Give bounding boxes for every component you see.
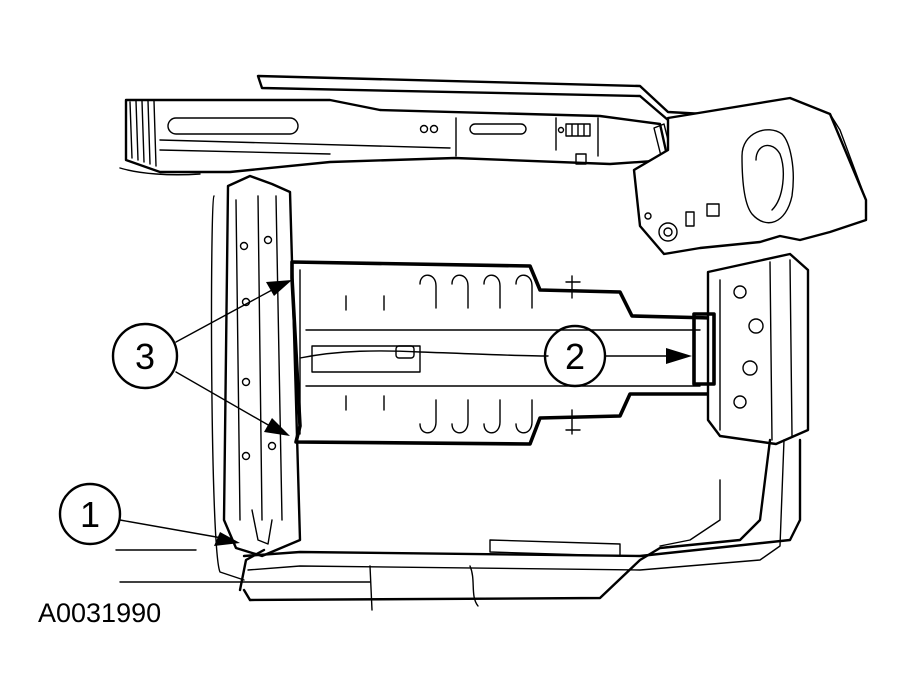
callout-3-arrowhead-upper [266, 280, 292, 296]
seat-cushion-pan [290, 260, 718, 446]
callout-2-circle [543, 324, 607, 388]
callout-1-arrowhead [214, 532, 240, 546]
bottom-frame-tube [119, 438, 802, 611]
seat-belt-bracket [692, 252, 810, 446]
figure-id: A0031990 [38, 598, 161, 628]
callout-2-label: 2 [565, 336, 585, 377]
callout-3-label: 3 [135, 336, 155, 377]
callout-3-circle [111, 322, 179, 390]
callout-1-circle [58, 482, 122, 546]
callout-1-label: 1 [80, 494, 100, 535]
callout-3: 3 [111, 280, 292, 436]
callout-2: 2 [543, 324, 692, 388]
top-seat-track [119, 74, 868, 256]
left-frame-rail [210, 174, 302, 581]
callout-2-arrowhead [666, 348, 692, 364]
callout-1: 1 [58, 482, 240, 551]
callout-3-arrowhead-lower [264, 418, 290, 436]
